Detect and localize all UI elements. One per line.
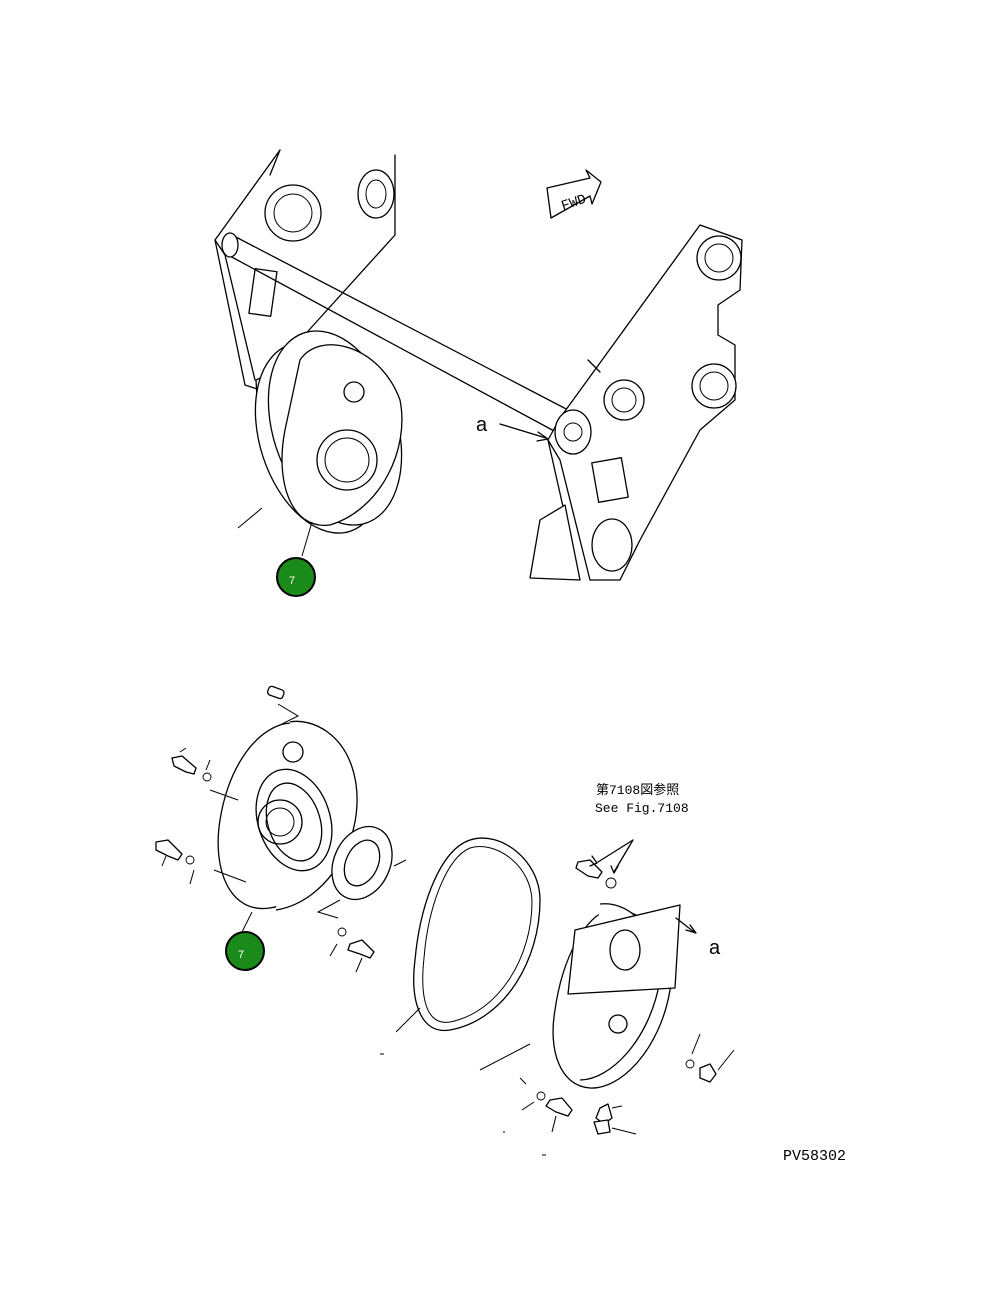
frame-assembly-view: FWD a [214,149,743,581]
drawing-code: PV58302 [783,1148,846,1165]
bolt-left-upper [171,747,212,782]
bolt-bottom [519,1077,573,1133]
gasket [380,837,541,1055]
bearing-ring [316,825,407,919]
reference-label-en: See Fig.7108 [595,801,689,816]
cover-assembly-top [254,330,403,534]
callout-7-bottom[interactable]: 7 [225,931,265,971]
reference-label-jp: 第7108図参照 [596,782,679,798]
reference-arrow-icon [597,839,634,863]
bolt-left-lower [155,839,195,885]
view-arrow-icon [499,423,547,439]
forward-label: FWD [559,192,588,215]
exploded-view-bottom: 第7108図参照 See Fig.7108 a [155,685,735,1156]
bolt-ring [329,927,375,973]
view-arrow-bottom-icon [675,917,695,933]
view-reference-a-top: a [476,414,488,436]
cover-housing [479,903,681,1089]
view-reference-a-bottom: a [709,937,721,959]
svg-text:7: 7 [238,949,244,961]
drain-plug [503,1103,637,1156]
bolt-reference [575,859,617,889]
forward-arrow-icon [546,169,602,219]
callout-7-top[interactable]: 7 [276,557,316,597]
svg-text:7: 7 [289,575,295,587]
